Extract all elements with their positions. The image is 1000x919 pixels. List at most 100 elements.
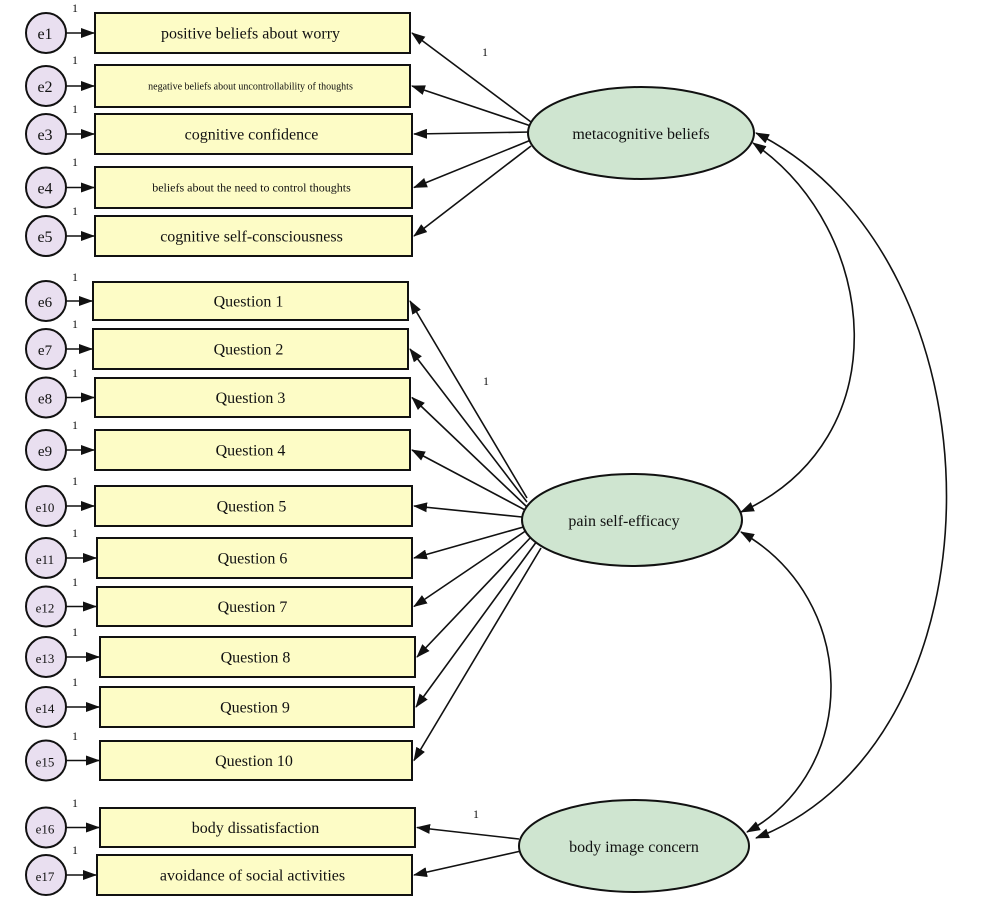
loading-arrow-14	[415, 540, 538, 708]
latent-metacognitive-ellipse	[527, 86, 755, 180]
error-label-12: e12	[36, 601, 55, 616]
indicator-10: Question 5 e10 1	[25, 474, 413, 527]
indicator-box-17	[96, 854, 413, 896]
loading-arrow-2	[411, 85, 532, 127]
error-weight-2: 1	[72, 53, 78, 67]
indicator-label-6: Question 1	[214, 294, 284, 311]
error-label-1: e1	[37, 26, 52, 43]
loading-arrow-16	[416, 823, 520, 840]
indicator-label-15: Question 10	[215, 753, 293, 770]
error-label-17: e17	[36, 869, 55, 884]
error-weight-9: 1	[72, 418, 78, 432]
indicator-box-15	[99, 740, 413, 781]
indicator-label-2: negative beliefs about uncontrollability…	[148, 82, 353, 93]
loading-paths	[409, 32, 542, 878]
indicator-box-3	[94, 113, 413, 155]
indicator-3: cognitive confidence e3 1	[25, 102, 413, 155]
latent-metacognitive: metacognitive beliefs	[527, 86, 755, 180]
indicator-label-10: Question 5	[217, 499, 287, 516]
indicator-label-8: Question 3	[216, 390, 286, 407]
error-weight-4: 1	[72, 155, 78, 169]
error-label-6: e6	[38, 295, 53, 311]
error-weight-17: 1	[72, 843, 78, 857]
indicator-box-12	[96, 586, 413, 627]
indicator-6: Question 1 e6 1	[25, 270, 409, 322]
error-label-3: e3	[37, 127, 52, 144]
indicator-label-3: cognitive confidence	[185, 127, 319, 144]
indicator-box-16	[99, 807, 416, 848]
error-label-9: e9	[38, 444, 52, 460]
indicator-9: Question 4 e9 1	[25, 418, 411, 471]
indicator-8: Question 3 e8 1	[25, 366, 411, 419]
loading-arrow-7	[409, 348, 528, 503]
error-weight-16: 1	[72, 796, 78, 810]
error-weight-3: 1	[72, 102, 78, 116]
error-label-8: e8	[38, 392, 52, 408]
loading-arrow-6	[409, 300, 528, 499]
indicator-label-4: beliefs about the need to control though…	[152, 181, 351, 195]
latent-metacognitive-label: metacognitive beliefs	[572, 126, 709, 143]
indicator-label-1: positive beliefs about worry	[161, 26, 340, 43]
loading-arrow-13	[416, 535, 533, 658]
indicator-2: negative beliefs about uncontrollability…	[25, 53, 411, 108]
indicators: positive beliefs about worrye11negative …	[25, 1, 416, 896]
loading-arrow-9	[411, 449, 528, 512]
loading-arrow-5	[413, 145, 532, 237]
indicator-box-11	[96, 537, 413, 579]
error-weight-1: 1	[72, 1, 78, 15]
indicator-label-11: Question 6	[218, 551, 288, 568]
loading-arrow-17	[413, 850, 522, 878]
error-weight-7: 1	[72, 317, 78, 331]
latent-body-ellipse	[518, 799, 750, 893]
indicator-box-13	[99, 636, 416, 678]
covariance-metacognitive-pain	[740, 142, 856, 513]
indicator-box-8	[94, 377, 411, 418]
error-label-11: e11	[36, 552, 54, 567]
indicator-label-14: Question 9	[220, 700, 290, 717]
covariance-paths	[740, 132, 948, 839]
indicator-box-10	[94, 485, 413, 527]
loading-arrow-12	[413, 529, 528, 608]
loading-arrow-15	[413, 547, 542, 762]
loading-weight-pain: 1	[483, 374, 489, 388]
error-label-5: e5	[37, 229, 52, 246]
indicator-label-12: Question 7	[218, 599, 288, 616]
error-weight-8: 1	[72, 366, 78, 380]
error-weight-12: 1	[72, 575, 78, 589]
error-weight-15: 1	[72, 729, 78, 743]
error-label-7: e7	[38, 343, 53, 359]
error-weight-6: 1	[72, 270, 78, 284]
indicator-box-7	[92, 328, 409, 370]
latent-body: body image concern	[518, 799, 750, 893]
indicator-4: beliefs about the need to control though…	[25, 155, 413, 209]
error-weight-13: 1	[72, 625, 78, 639]
indicator-box-6	[92, 281, 409, 321]
indicator-box-5	[94, 215, 413, 257]
indicator-label-9: Question 4	[216, 443, 286, 460]
indicator-1: positive beliefs about worry e1 1	[25, 1, 411, 54]
error-weight-11: 1	[72, 526, 78, 540]
error-label-4: e4	[37, 181, 52, 198]
latent-pain-label: pain self-efficacy	[568, 513, 679, 530]
indicator-box-4	[94, 166, 413, 209]
error-weight-14: 1	[72, 675, 78, 689]
loading-weight-metacognitive: 1	[482, 45, 488, 59]
indicator-12: Question 7 e12 1	[25, 575, 413, 628]
covariance-pain-body	[740, 531, 832, 833]
indicator-label-13: Question 8	[221, 650, 291, 667]
error-label-10: e10	[36, 500, 55, 515]
indicator-11: Question 6 e11 1	[25, 526, 413, 579]
loading-arrow-10	[413, 502, 523, 518]
loading-arrow-8	[411, 396, 528, 508]
error-label-2: e2	[37, 79, 52, 96]
loading-weight-body: 1	[473, 807, 479, 821]
latent-pain-ellipse	[521, 473, 743, 567]
error-weight-10: 1	[72, 474, 78, 488]
